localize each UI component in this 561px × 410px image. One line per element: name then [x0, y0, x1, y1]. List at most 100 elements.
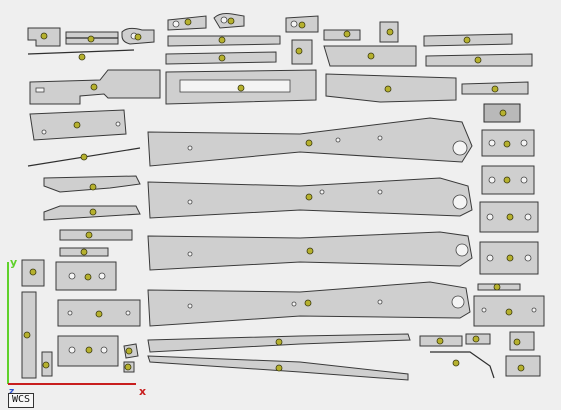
rod-part[interactable] [27, 147, 141, 167]
pick-point[interactable] [85, 346, 93, 354]
mount-part[interactable] [55, 261, 117, 291]
long-clip-part[interactable] [167, 35, 281, 47]
mount-part[interactable] [57, 335, 119, 367]
tab-part[interactable] [465, 333, 491, 345]
pick-point[interactable] [499, 109, 507, 117]
strip-part[interactable] [27, 49, 135, 61]
hook-part[interactable] [121, 27, 155, 45]
spacer-part[interactable] [291, 39, 313, 65]
pick-point[interactable] [184, 18, 192, 26]
plate-part[interactable] [29, 109, 127, 141]
pick-point[interactable] [80, 248, 88, 256]
pick-point[interactable] [386, 28, 394, 36]
pick-point[interactable] [89, 183, 97, 191]
pick-point[interactable] [506, 213, 514, 221]
pick-point[interactable] [506, 254, 514, 262]
tab-part[interactable] [323, 29, 361, 41]
pick-point[interactable] [134, 33, 142, 41]
pick-point[interactable] [89, 208, 97, 216]
pick-point[interactable] [493, 283, 501, 291]
bracket-part[interactable] [27, 27, 61, 47]
hinge-part[interactable] [213, 13, 245, 29]
pick-point[interactable] [306, 247, 314, 255]
pick-point[interactable] [472, 335, 480, 343]
pick-point[interactable] [275, 364, 283, 372]
pick-point[interactable] [503, 176, 511, 184]
strip-part[interactable] [477, 283, 521, 291]
pick-point[interactable] [85, 231, 93, 239]
pick-point[interactable] [73, 121, 81, 129]
block-part[interactable] [479, 241, 539, 275]
pick-point[interactable] [78, 53, 86, 61]
tab-part[interactable] [419, 335, 463, 347]
plate-part[interactable] [473, 295, 545, 327]
guide-part[interactable] [323, 45, 417, 67]
pick-point[interactable] [305, 193, 313, 201]
clip-part[interactable] [505, 355, 541, 377]
arm-part[interactable] [43, 175, 141, 193]
pick-point[interactable] [90, 83, 98, 91]
block-part[interactable] [481, 129, 535, 157]
nut-part[interactable] [123, 343, 139, 373]
rail-part[interactable] [147, 117, 473, 167]
tab-part[interactable] [379, 21, 399, 43]
pick-point[interactable] [436, 337, 444, 345]
pick-point[interactable] [298, 21, 306, 29]
pick-point[interactable] [463, 36, 471, 44]
bar-part[interactable] [147, 355, 409, 381]
pick-point[interactable] [87, 35, 95, 43]
pick-point[interactable] [304, 299, 312, 307]
pick-point[interactable] [42, 361, 50, 369]
pick-point[interactable] [29, 268, 37, 276]
rail-part[interactable] [147, 281, 471, 327]
pick-point[interactable] [452, 359, 460, 367]
channel-part[interactable] [59, 247, 109, 257]
box-part[interactable] [57, 299, 141, 327]
pick-point[interactable] [305, 139, 313, 147]
pick-point[interactable] [503, 140, 511, 148]
pick-point[interactable] [295, 47, 303, 55]
rail-part[interactable] [147, 231, 473, 271]
ring-part[interactable] [285, 15, 319, 33]
pick-point[interactable] [513, 338, 521, 346]
pick-point[interactable] [384, 85, 392, 93]
slide-part[interactable] [461, 81, 529, 95]
pick-point[interactable] [23, 331, 31, 339]
block-part[interactable] [479, 201, 539, 233]
link-part[interactable] [167, 15, 207, 31]
pick-point[interactable] [474, 56, 482, 64]
pin-part[interactable] [41, 351, 53, 377]
cable-part[interactable] [430, 351, 495, 379]
pick-point[interactable] [505, 308, 513, 316]
clip-part[interactable] [65, 31, 119, 45]
pick-point[interactable] [517, 364, 525, 372]
long-clip-part[interactable] [165, 51, 277, 65]
pick-point[interactable] [125, 347, 133, 355]
clamp-part[interactable] [483, 103, 521, 123]
pick-point[interactable] [218, 54, 226, 62]
pick-point[interactable] [367, 52, 375, 60]
tab-part[interactable] [509, 331, 535, 351]
pick-point[interactable] [237, 84, 245, 92]
pick-point[interactable] [491, 85, 499, 93]
pick-point[interactable] [218, 36, 226, 44]
pick-point[interactable] [95, 310, 103, 318]
pick-point[interactable] [40, 32, 48, 40]
tall-rail-part[interactable] [21, 291, 37, 379]
channel-part[interactable] [59, 229, 133, 241]
arm-part[interactable] [43, 205, 141, 221]
block-part[interactable] [481, 165, 535, 195]
cover-part[interactable] [165, 69, 317, 105]
pick-point[interactable] [343, 30, 351, 38]
pick-point[interactable] [84, 273, 92, 281]
small-bracket-part[interactable] [21, 259, 45, 287]
stay-part[interactable] [29, 69, 161, 105]
rail-part[interactable] [147, 177, 473, 219]
housing-part[interactable] [325, 73, 457, 103]
slide-part[interactable] [425, 53, 533, 67]
pick-point[interactable] [124, 363, 132, 371]
pick-point[interactable] [80, 153, 88, 161]
bar-part[interactable] [147, 333, 411, 353]
